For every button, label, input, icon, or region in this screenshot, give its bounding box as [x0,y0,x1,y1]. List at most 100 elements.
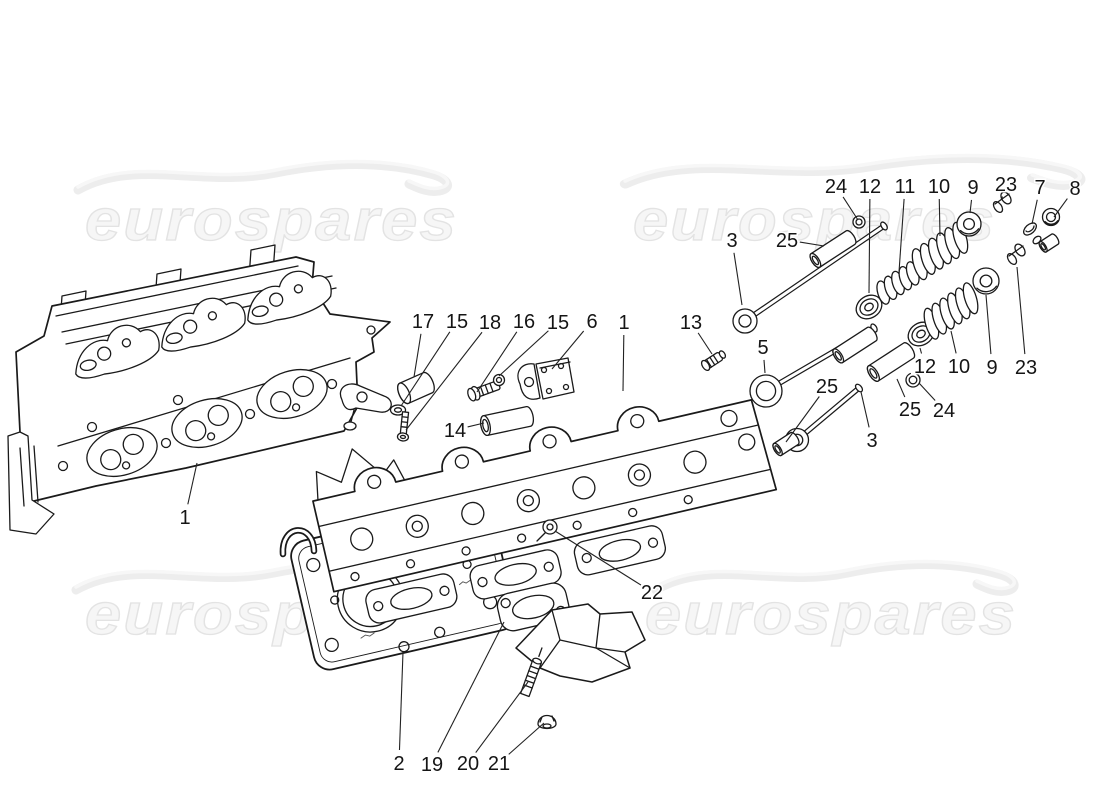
cap-nut-21 [537,714,557,730]
valve-guide [809,229,857,269]
callout-label-15: 15 [547,312,569,334]
leader-line-25 [799,241,825,247]
watermark-top-left: eurospares [78,159,458,254]
callout-label-20: 20 [457,753,479,775]
stud-20 [519,647,543,698]
shim-15a [389,404,407,416]
leader-line-7 [1031,199,1038,225]
rocker-pad [1023,222,1042,245]
leader-line-18 [405,331,483,431]
leader-line-11 [898,198,905,273]
circlip [905,372,921,388]
callout-label-9: 9 [986,357,997,379]
callout-label-16: 16 [513,311,535,333]
callout-label-13: 13 [680,312,702,334]
leader-line-13 [697,332,713,355]
callout-label-24: 24 [825,176,847,198]
valve-train-parts [732,191,1061,457]
callout-label-24: 24 [933,400,955,422]
leader-line-2 [398,651,404,751]
callout-label-7: 7 [1034,177,1045,199]
oil-plug [536,519,558,542]
spring-retainer [956,211,982,237]
gasket-u-tab-inner [281,528,316,556]
callout-label-10: 10 [948,356,970,378]
leader-line-14 [467,422,485,428]
leader-line-9 [985,294,992,355]
leader-line-9 [969,199,973,214]
leader-line-3 [860,391,870,428]
valve-cotters [992,191,1012,213]
bolt-13 [700,350,727,372]
leader-line-16 [476,331,518,393]
combustion-chambers [86,368,328,478]
valve-guide [832,326,878,364]
leader-line-12 [868,198,871,294]
callout-label-17: 17 [412,311,434,333]
callout-label-3: 3 [726,230,737,252]
valve-guide [866,342,916,382]
valve-cap [1041,207,1061,227]
leader-line-5 [763,359,766,374]
leader-line-12 [919,347,923,354]
installed-valve-guide [772,431,800,457]
watermark-bottom-right: eurospares [644,559,1017,648]
callout-label-11: 11 [895,176,916,198]
watermark-text: eurospares [85,188,458,253]
leader-line-3 [733,252,743,306]
leader-line-23 [1016,266,1026,355]
leader-line-17 [413,333,422,378]
leader-line-19 [437,621,505,753]
callout-label-23: 23 [995,174,1017,196]
valve-spring [923,282,979,340]
callout-label-15: 15 [446,311,468,333]
spacer-tube-14 [479,405,535,437]
callout-label-21: 21 [488,753,510,775]
valve-stem-seal [852,215,866,229]
callout-label-6: 6 [586,311,597,333]
rocker-arm [339,383,392,431]
callout-label-5: 5 [757,337,768,359]
leader-line-10 [938,198,941,237]
leader-line-20 [475,681,529,753]
bracket-6 [517,357,575,400]
leader-line-15 [400,331,451,407]
callout-label-1: 1 [179,507,190,529]
callout-label-14: 14 [444,420,466,442]
callout-label-9: 9 [967,177,978,199]
callout-label-10: 10 [928,176,950,198]
washer-15b [492,373,506,387]
leader-line-6 [551,330,585,370]
callout-label-19: 19 [421,754,443,776]
callout-label-8: 8 [1069,178,1080,200]
watermark-text: eurospares [645,582,1017,647]
callout-label-25: 25 [776,230,798,252]
callout-label-3: 3 [866,430,877,452]
leader-line-10 [950,330,957,354]
valve-cotters [1006,243,1026,265]
right-cylinder-head [312,399,778,624]
callout-label-25: 25 [899,399,921,421]
left-cylinder-head [7,244,391,535]
callout-label-18: 18 [479,312,501,334]
valve-spring [911,221,969,281]
cam-towers [75,270,332,379]
callout-label-22: 22 [641,582,663,604]
exhaust-valve [732,221,888,334]
callout-label-23: 23 [1015,357,1037,379]
leader-line-1 [622,334,625,392]
tappet-bucket-17 [397,371,435,405]
leader-line-24 [842,196,859,221]
leader-line-24 [918,382,936,401]
leader-line-25 [785,396,820,443]
leader-line-8 [1053,198,1068,218]
callout-label-12: 12 [914,356,936,378]
heat-shield [515,603,646,683]
callout-label-25: 25 [816,376,838,398]
leader-line-25 [896,378,906,398]
callout-label-12: 12 [859,176,881,198]
callout-label-1: 1 [618,312,629,334]
